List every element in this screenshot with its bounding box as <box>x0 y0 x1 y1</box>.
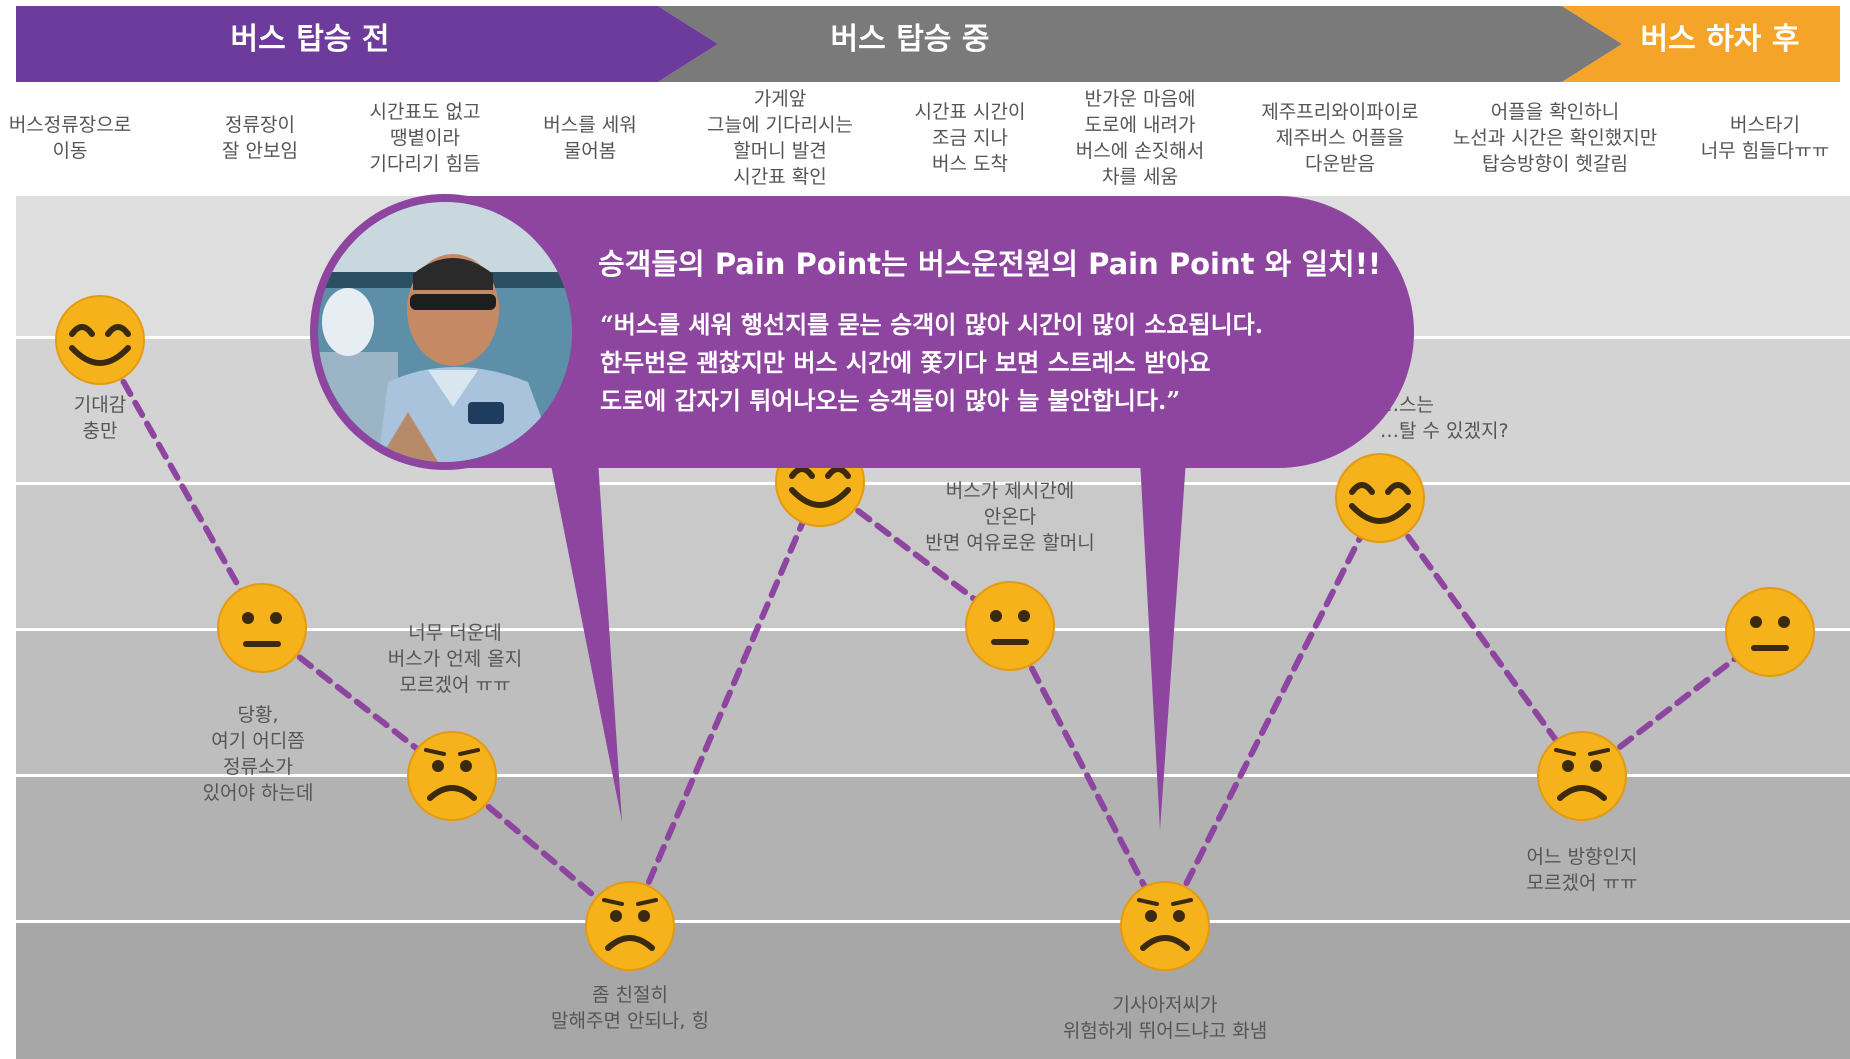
step-label: 반가운 마음에 도로에 내려가 버스에 손짓해서 차를 세움 <box>1075 88 1205 188</box>
callout-tail <box>1140 460 1186 830</box>
step-label: 정류장이 잘 안보임 <box>222 114 298 162</box>
phase-before-arrow <box>16 6 718 82</box>
band-divider <box>16 628 1850 631</box>
path-segment <box>1377 495 1585 779</box>
quote-line: 도로에 갑자기 튀어나오는 승객들이 많아 늘 불안합니다.” <box>600 386 1181 415</box>
callout-tail <box>550 460 622 822</box>
phase-after-arrow <box>1562 6 1840 82</box>
emotion-band <box>16 484 1850 630</box>
phase-during-arrow <box>658 6 1622 82</box>
neutral-face-icon <box>217 583 307 673</box>
happy-face-icon <box>1335 453 1425 543</box>
phase-during-label: 버스 탑승 중 <box>830 22 990 57</box>
emotion-note: 너무 더운데 버스가 언제 올지 모르겠어 ㅠㅠ <box>387 622 523 696</box>
very-sad-face-icon <box>585 881 675 971</box>
phase-after-label: 버스 하차 후 <box>1640 22 1800 57</box>
step-label: 버스정류장으로 이동 <box>8 114 132 162</box>
path-segment <box>1007 623 1168 929</box>
emotion-note: 기대감 충만 <box>73 394 127 442</box>
step-label: 제주프리와이파이로 제주버스 어플을 다운받음 <box>1261 101 1419 175</box>
emotion-note: 어느 방향인지 모르겠어 ㅠㅠ <box>1526 846 1638 894</box>
emotion-band <box>16 922 1850 1059</box>
path-segment <box>1162 495 1383 929</box>
band-divider <box>16 482 1850 485</box>
phase-before-label: 버스 탑승 전 <box>230 22 390 57</box>
neutral-face-icon <box>1725 587 1815 677</box>
sad-face-icon <box>1537 731 1627 821</box>
quote-line: “버스를 세워 행선지를 묻는 승객이 많아 시간이 많이 소요됩니다. <box>600 310 1264 339</box>
step-label: 어플을 확인하니 노선과 시간은 확인했지만 탑승방향이 헷갈림 <box>1452 101 1658 175</box>
happy-face-icon <box>55 295 145 385</box>
neutral-face-icon <box>965 581 1055 671</box>
very-sad-face-icon <box>1120 881 1210 971</box>
step-label: 버스타기 너무 힘들다ㅠㅠ <box>1700 114 1830 162</box>
quote-line: 한두번은 괜찮지만 버스 시간에 쫓기다 보면 스트레스 받아요 <box>600 348 1211 377</box>
sad-face-icon <box>407 731 497 821</box>
emotion-note: 기사아저씨가 위험하게 뛰어드냐고 화냄 <box>1062 994 1268 1042</box>
path-segment <box>97 337 265 631</box>
band-divider <box>16 920 1850 923</box>
emotion-note: 버스가 제시간에 안온다 반면 여유로운 할머니 <box>925 480 1095 554</box>
callout-title: 승객들의 Pain Point는 버스운전원의 Pain Point 와 일치!… <box>598 247 1382 281</box>
phase-header <box>16 6 1840 82</box>
step-label: 버스를 세워 물어봄 <box>543 114 637 162</box>
step-label: 시간표도 없고 땡볕이라 기다리기 힘듬 <box>369 101 481 175</box>
emotion-note: 당황, 여기 어디쯤 정류소가 있어야 하는데 <box>202 704 314 804</box>
emotion-note: 좀 친절히 말해주면 안되나, 힝 <box>551 984 709 1032</box>
driver-photo <box>310 194 580 470</box>
band-divider <box>16 774 1850 777</box>
emotion-note: …스는 …탈 수 있겠지? <box>1380 394 1509 442</box>
step-label: 가게앞 그늘에 기다리시는 할머니 발견 시간표 확인 <box>707 88 853 188</box>
path-segment <box>627 479 823 929</box>
callout-quote: “버스를 세워 행선지를 묻는 승객이 많아 시간이 많이 소요됩니다. 한두번… <box>600 306 1400 420</box>
step-label: 시간표 시간이 조금 지나 버스 도착 <box>914 101 1026 175</box>
